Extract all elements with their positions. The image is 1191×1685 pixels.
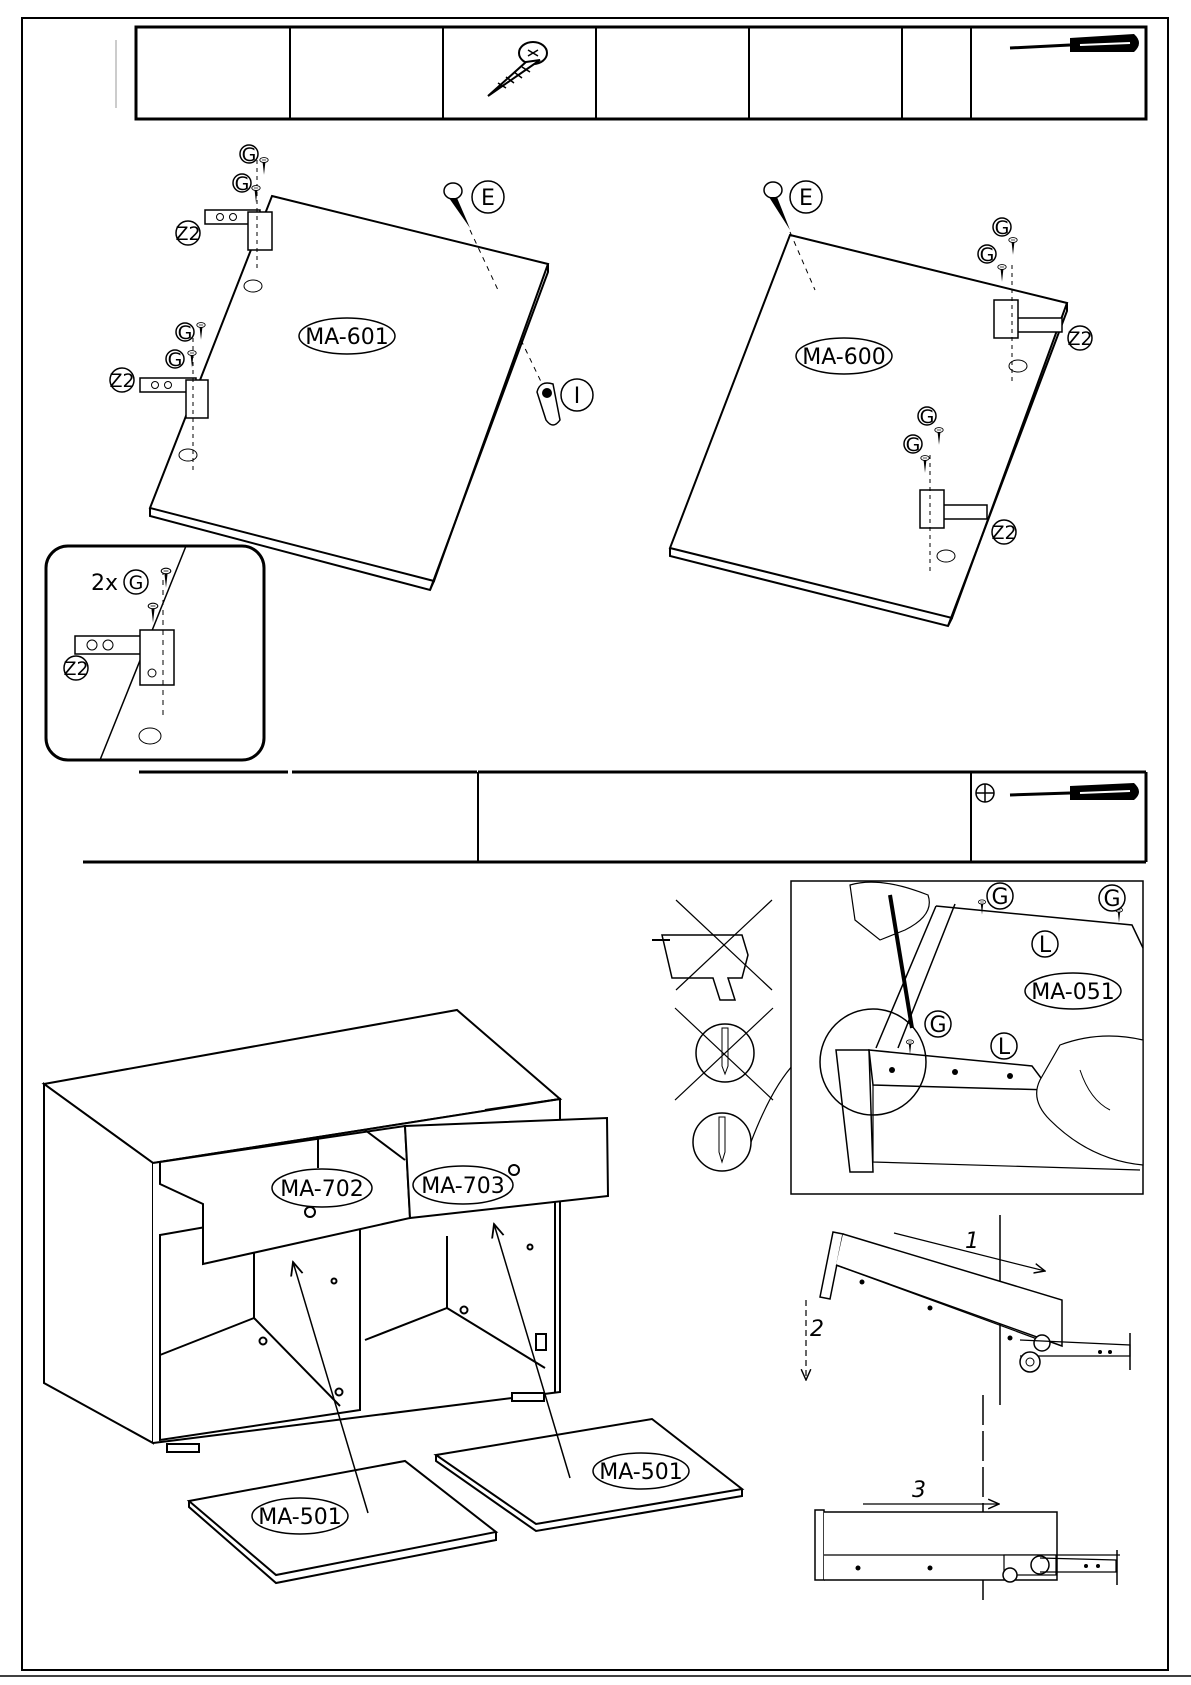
callout-e-2: E bbox=[799, 186, 813, 211]
cabinet-assembly bbox=[44, 1010, 608, 1452]
callout-g-8: G bbox=[906, 434, 921, 456]
rail-callout-g-2: G bbox=[1103, 887, 1120, 912]
part-label-ma-501-right: MA-501 bbox=[599, 1460, 682, 1485]
part-label-ma-702: MA-702 bbox=[280, 1177, 363, 1202]
part-label-ma-703: MA-703 bbox=[421, 1174, 504, 1199]
callout-g-7: G bbox=[920, 406, 935, 428]
callout-z2-2: Z2 bbox=[109, 370, 134, 392]
callout-g-5: G bbox=[995, 217, 1010, 239]
detail-callout-z2: Z2 bbox=[63, 658, 88, 680]
callout-g-6: G bbox=[980, 244, 995, 266]
callout-g-1: G bbox=[242, 144, 257, 166]
part-label-ma-501-left: MA-501 bbox=[258, 1505, 341, 1530]
drill-crossed-icon bbox=[652, 900, 772, 1000]
drawer-insert-step-3 bbox=[815, 1395, 1120, 1600]
step-arrow-3: 3 bbox=[912, 1478, 926, 1503]
part-label-ma-601: MA-601 bbox=[305, 325, 388, 350]
detail-qty: 2x bbox=[91, 571, 118, 596]
hinge-detail-box bbox=[46, 546, 264, 760]
rail-callout-g-3: G bbox=[929, 1013, 946, 1038]
callout-z2-4: Z2 bbox=[991, 522, 1016, 544]
bit-crossed-icon bbox=[675, 1008, 773, 1100]
door-ma-600: MA-600 bbox=[670, 235, 1067, 626]
screwdriver-icon bbox=[1010, 783, 1139, 800]
callout-z2-3: Z2 bbox=[1067, 328, 1092, 350]
rail-callout-l-2: L bbox=[998, 1035, 1011, 1060]
part-label-ma-051: MA-051 bbox=[1031, 980, 1114, 1005]
callout-e-1: E bbox=[481, 186, 495, 211]
callout-g-3: G bbox=[178, 322, 193, 344]
step-arrow-1: 1 bbox=[965, 1229, 979, 1254]
screwdriver-icon bbox=[1010, 34, 1139, 52]
callout-i: I bbox=[574, 384, 581, 409]
step2-hardware-box bbox=[83, 772, 1146, 862]
rail-callout-l-1: L bbox=[1039, 933, 1052, 958]
step1-hardware-box bbox=[116, 27, 1146, 119]
plus-icon bbox=[976, 784, 994, 802]
screw-icon bbox=[488, 42, 547, 96]
door-ma-601: MA-601 bbox=[150, 196, 548, 590]
part-label-ma-600: MA-600 bbox=[802, 345, 885, 370]
rail-detail-box bbox=[791, 881, 1143, 1194]
callout-g-2: G bbox=[235, 173, 250, 195]
step-arrow-2: 2 bbox=[810, 1317, 824, 1342]
handle-i bbox=[521, 340, 560, 425]
rail-callout-g-1: G bbox=[991, 885, 1008, 910]
callout-z2-1: Z2 bbox=[175, 223, 200, 245]
detail-callout-g: G bbox=[129, 572, 144, 594]
callout-g-4: G bbox=[168, 349, 183, 371]
